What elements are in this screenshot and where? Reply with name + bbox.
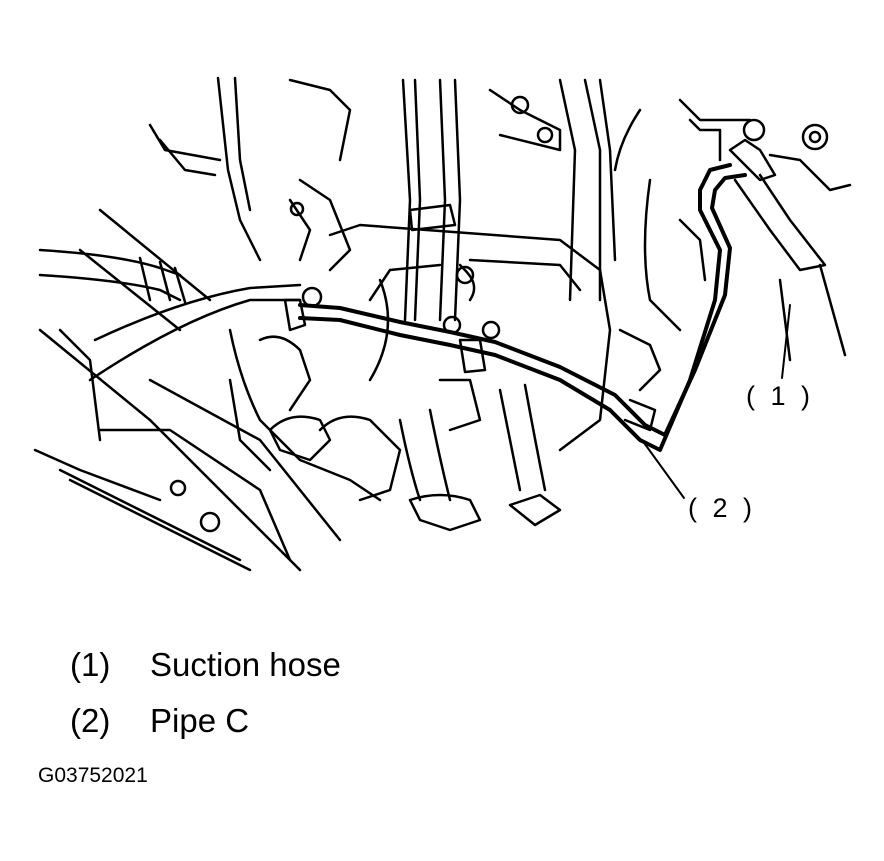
engine-block <box>228 223 612 502</box>
upper-bracket <box>148 76 352 272</box>
legend-text: Pipe C <box>150 702 250 739</box>
center-vertical-lines <box>401 78 617 322</box>
pipe-clamps <box>283 286 657 432</box>
legend-item-suction-hose: (1) Suction hose <box>70 646 341 684</box>
legend-number: (1) <box>70 646 111 683</box>
callout-pipe-c: ( 2 ) <box>688 493 757 523</box>
legend-text: Suction hose <box>150 646 341 683</box>
engine-bay-illustration <box>33 76 852 572</box>
leader-lines <box>641 304 791 499</box>
pipe-c <box>298 163 747 452</box>
legend-number: (2) <box>70 702 111 739</box>
lower-hoses <box>268 378 562 532</box>
left-body-lines <box>33 208 342 572</box>
suction-hose <box>613 98 852 392</box>
callout-suction-hose: ( 1 ) <box>746 381 815 411</box>
legend-item-pipe-c: (2) Pipe C <box>70 702 249 740</box>
figure-id: G03752021 <box>38 764 148 787</box>
left-hose <box>38 248 302 382</box>
